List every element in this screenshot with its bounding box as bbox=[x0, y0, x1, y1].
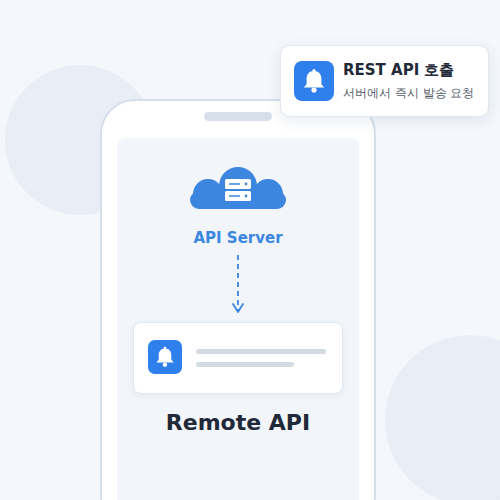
placeholder-line bbox=[196, 349, 326, 354]
phone-screen bbox=[117, 138, 359, 500]
card-heading: Remote API bbox=[133, 410, 343, 435]
decor-circle bbox=[385, 335, 500, 500]
notification-card: Remote API bbox=[133, 322, 343, 435]
server-slot bbox=[229, 183, 240, 185]
server-led bbox=[245, 195, 248, 198]
server-label: API Server bbox=[172, 229, 304, 247]
popup-icon bbox=[294, 61, 334, 101]
notification-popup: REST API 호출서버에서 즉시 발송 요청 bbox=[280, 45, 489, 117]
server-unit bbox=[225, 191, 251, 201]
placeholder-line bbox=[196, 362, 294, 367]
popup-title: REST API 호출 bbox=[343, 61, 474, 80]
server-led bbox=[245, 183, 248, 186]
card-illustration bbox=[134, 323, 342, 391]
bell-icon bbox=[148, 340, 182, 374]
notification-card-body bbox=[133, 322, 343, 394]
bell-top bbox=[312, 69, 315, 72]
cloud-icon bbox=[172, 165, 304, 213]
bell-top bbox=[164, 347, 167, 350]
bell-clapper bbox=[311, 87, 316, 92]
bell-shape bbox=[156, 349, 173, 363]
popup-text-column: REST API 호출서버에서 즉시 발송 요청 bbox=[343, 46, 474, 116]
dashed-arrow bbox=[237, 255, 239, 312]
popup-subtitle: 서버에서 즉시 발송 요청 bbox=[343, 85, 474, 102]
cloud-base bbox=[190, 191, 286, 209]
bell-shape bbox=[304, 71, 324, 88]
phone-speaker bbox=[204, 112, 272, 121]
server-unit bbox=[225, 179, 251, 189]
server-slot bbox=[229, 195, 240, 197]
bell-clapper bbox=[163, 362, 167, 366]
phone-body bbox=[101, 100, 375, 500]
server-cloud: API Server bbox=[172, 165, 304, 247]
bell-icon bbox=[294, 61, 334, 101]
